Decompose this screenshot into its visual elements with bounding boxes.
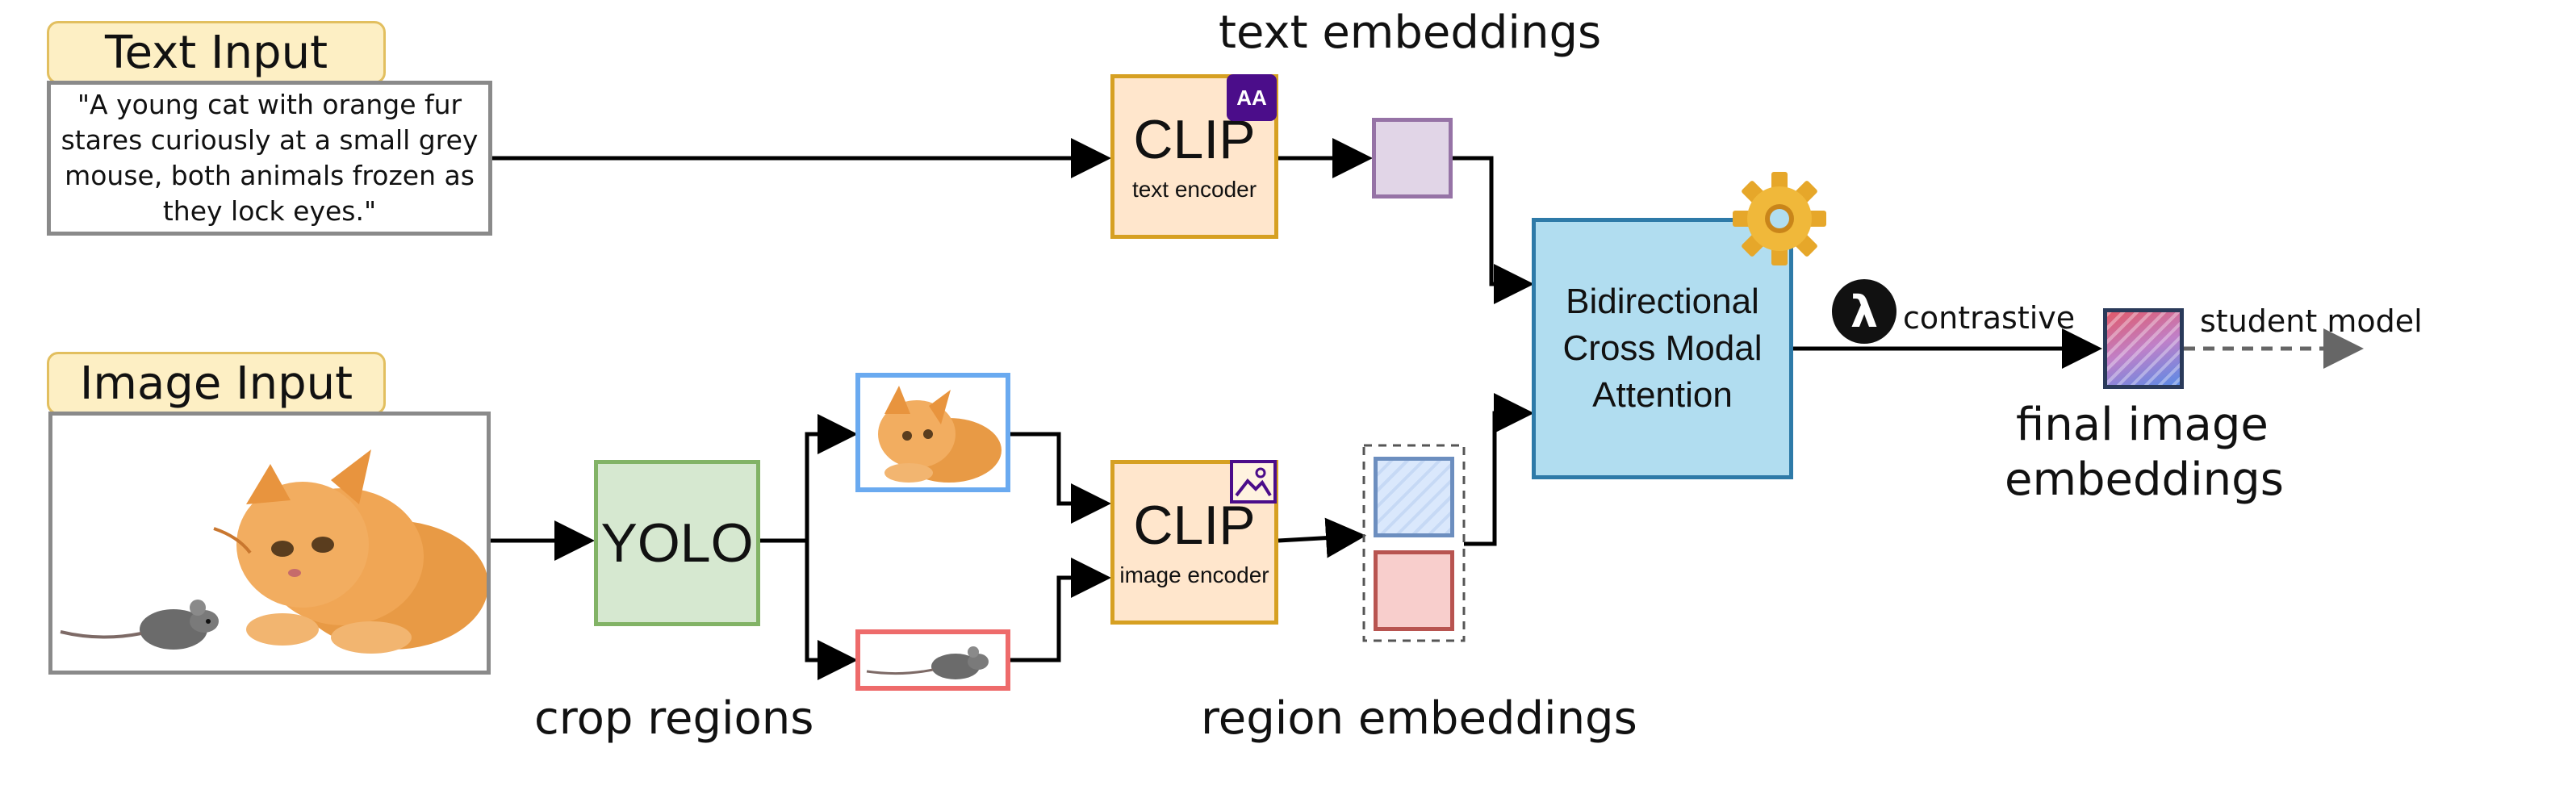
clip-text-subtitle: text encoder xyxy=(1131,177,1257,202)
gear-icon xyxy=(1733,172,1826,265)
text-embedding xyxy=(1372,118,1453,198)
clip-image-encoder: CLIP image encoder xyxy=(1110,460,1278,625)
crop-regions-caption: crop regions xyxy=(534,692,814,745)
cat-crop-image xyxy=(878,386,1002,483)
cat-and-mouse-image xyxy=(60,449,488,654)
final-embeddings-caption-line1: final image xyxy=(2016,399,2269,451)
bca-label: Bidirectional Cross Modal Attention xyxy=(1562,282,1763,415)
final-image-embedding xyxy=(2103,308,2184,389)
clip-image-title: CLIP xyxy=(1133,495,1256,556)
clip-image-subtitle: image encoder xyxy=(1119,562,1269,587)
bidirectional-cross-modal-attention: Bidirectional Cross Modal Attention xyxy=(1532,218,1793,479)
final-embeddings-caption-line2: embeddings xyxy=(2005,453,2284,506)
mouse-crop-image xyxy=(866,646,989,679)
contrastive-label: contrastive xyxy=(1903,300,2076,336)
region-embedding-mouse xyxy=(1374,550,1454,631)
region-embeddings-caption: region embeddings xyxy=(1201,692,1637,745)
image-icon xyxy=(1230,460,1277,504)
image-input-title: Image Input xyxy=(47,352,386,415)
lambda-symbol: λ xyxy=(1850,286,1879,337)
student-model-label: student model xyxy=(2200,303,2423,339)
text-input-title: Text Input xyxy=(47,21,386,84)
font-icon: AA xyxy=(1227,74,1277,121)
text-prompt-box: "A young cat with orange fur stares curi… xyxy=(47,81,492,236)
region-embedding-cat xyxy=(1374,457,1454,537)
mouse-crop-region xyxy=(855,629,1010,691)
input-image-frame xyxy=(48,412,491,675)
yolo-detector: YOLO xyxy=(594,460,760,626)
cat-crop-region xyxy=(855,373,1010,492)
text-embeddings-caption: text embeddings xyxy=(1219,6,1602,59)
lambda-icon: λ xyxy=(1832,279,1896,344)
font-badge-text: AA xyxy=(1236,85,1267,110)
